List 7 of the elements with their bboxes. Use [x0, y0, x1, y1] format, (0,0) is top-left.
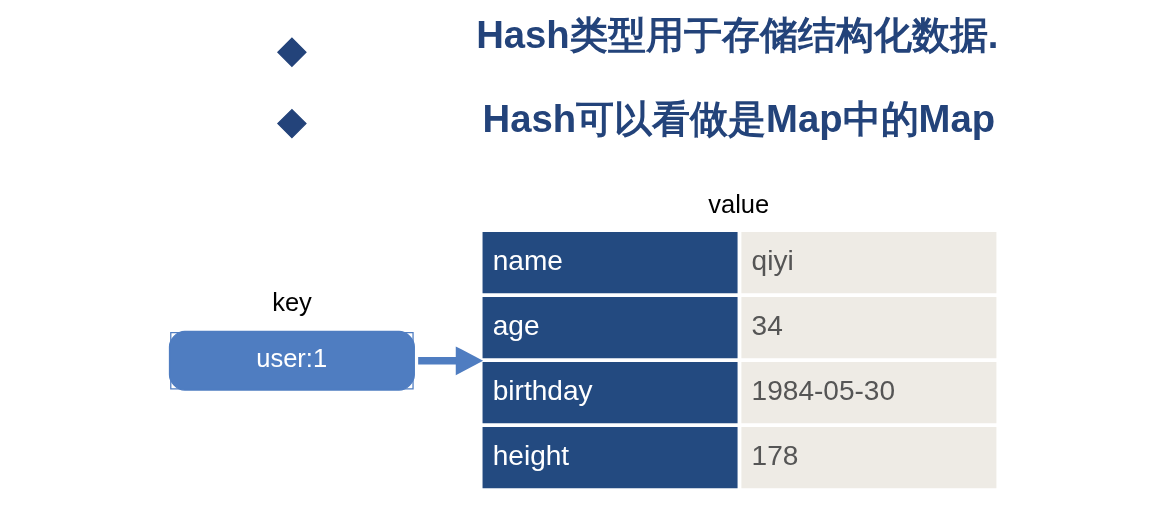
label: Hash可以看做是Map中的Map — [482, 96, 995, 140]
arrow — [417, 346, 483, 376]
node-diamond — [276, 108, 307, 139]
node-label: key — [271, 288, 312, 317]
node-diamond — [276, 37, 307, 68]
label: Hash类型用于存储结构化数据. — [475, 12, 998, 56]
node-label: value — [707, 189, 769, 218]
